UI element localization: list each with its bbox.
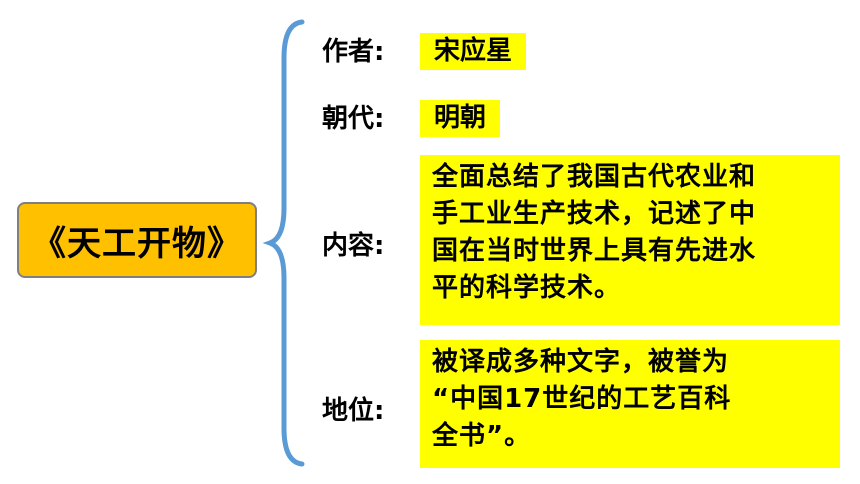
status-value: 被译成多种文字，被誉为 “中国17世纪的工艺百科 全书”。 (420, 340, 840, 468)
brace-path (262, 19, 305, 467)
book-title-box: 《天工开物》 (17, 202, 257, 278)
author-label: 作者: (322, 37, 385, 67)
content-value: 全面总结了我国古代农业和 手工业生产技术，记述了中 国在当时世界上具有先进水 平… (420, 155, 840, 325)
author-value: 宋应星 (420, 33, 527, 70)
status-label: 地位: (322, 396, 385, 426)
dynasty-label: 朝代: (322, 104, 385, 134)
content-label: 内容: (322, 231, 385, 261)
curly-brace-connector (262, 19, 305, 467)
book-title: 《天工开物》 (32, 223, 242, 264)
dynasty-value: 明朝 (420, 100, 501, 137)
